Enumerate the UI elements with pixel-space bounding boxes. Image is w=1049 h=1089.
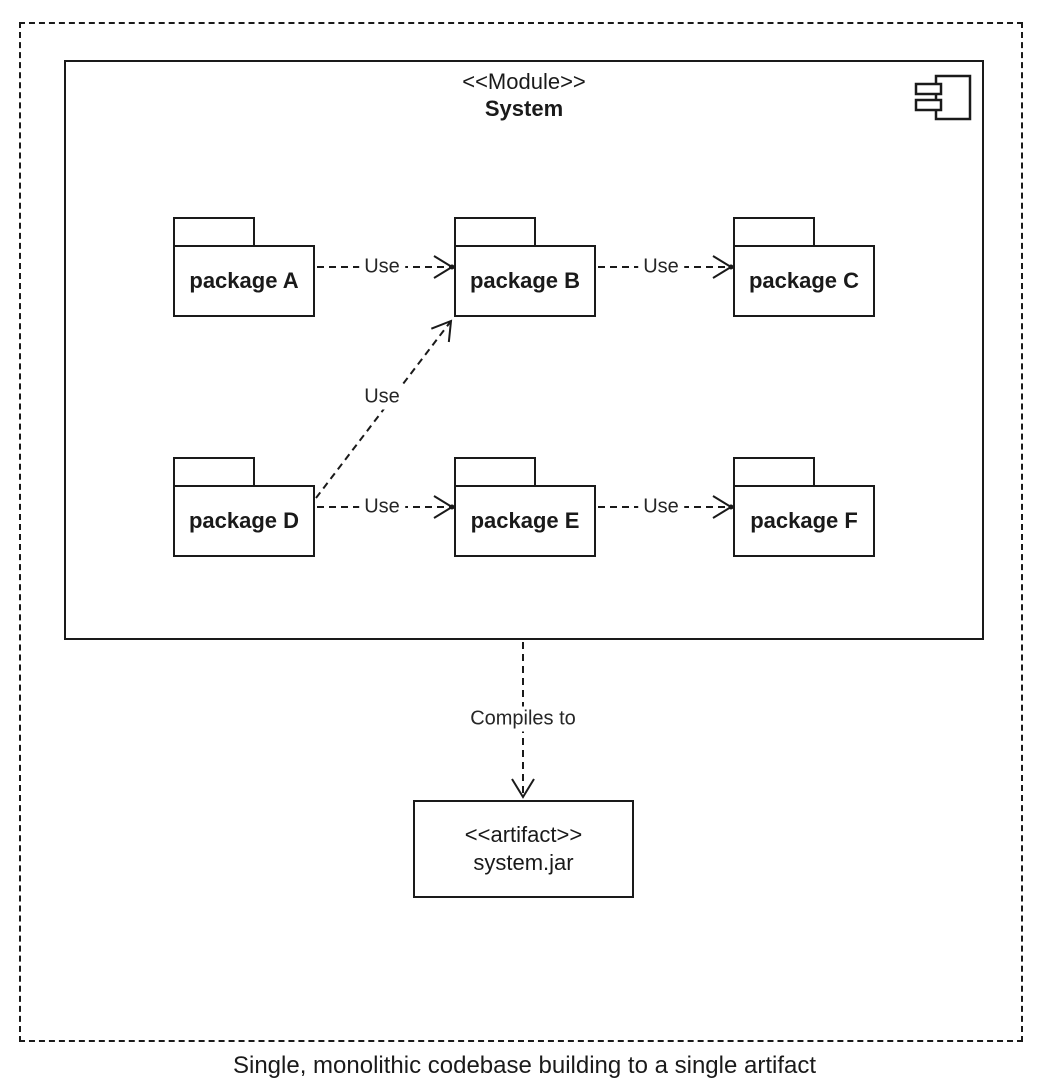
package-label: package F — [733, 485, 875, 557]
package-tab — [733, 217, 815, 245]
package-f-node: package F — [733, 457, 875, 557]
package-tab — [454, 457, 536, 485]
module-name: System — [484, 96, 564, 121]
package-label: package C — [733, 245, 875, 317]
module-stereotype: <<Module>> — [462, 69, 586, 94]
use-label-b-c: Use — [638, 254, 684, 280]
package-tab — [733, 457, 815, 485]
package-a-node: package A — [173, 217, 315, 317]
diagram-caption: Single, monolithic codebase building to … — [232, 1052, 817, 1079]
artifact-stereotype: <<artifact>> — [464, 822, 583, 847]
package-label: package D — [173, 485, 315, 557]
use-label-a-b: Use — [359, 254, 405, 280]
package-b-node: package B — [454, 217, 596, 317]
module-header: <<Module>> System — [66, 68, 982, 122]
artifact-node: <<artifact>> system.jar — [413, 800, 634, 898]
compiles-to-label: Compiles to — [465, 706, 581, 732]
package-tab — [454, 217, 536, 245]
diagram-boundary — [19, 22, 1023, 1042]
component-icon — [914, 74, 972, 121]
artifact-name: system.jar — [473, 850, 574, 875]
package-d-node: package D — [173, 457, 315, 557]
use-label-d-e: Use — [359, 494, 405, 520]
package-tab — [173, 217, 255, 245]
package-e-node: package E — [454, 457, 596, 557]
package-tab — [173, 457, 255, 485]
package-c-node: package C — [733, 217, 875, 317]
use-label-e-f: Use — [638, 494, 684, 520]
package-label: package A — [173, 245, 315, 317]
package-label: package E — [454, 485, 596, 557]
use-label-d-b: Use — [359, 384, 405, 410]
package-label: package B — [454, 245, 596, 317]
